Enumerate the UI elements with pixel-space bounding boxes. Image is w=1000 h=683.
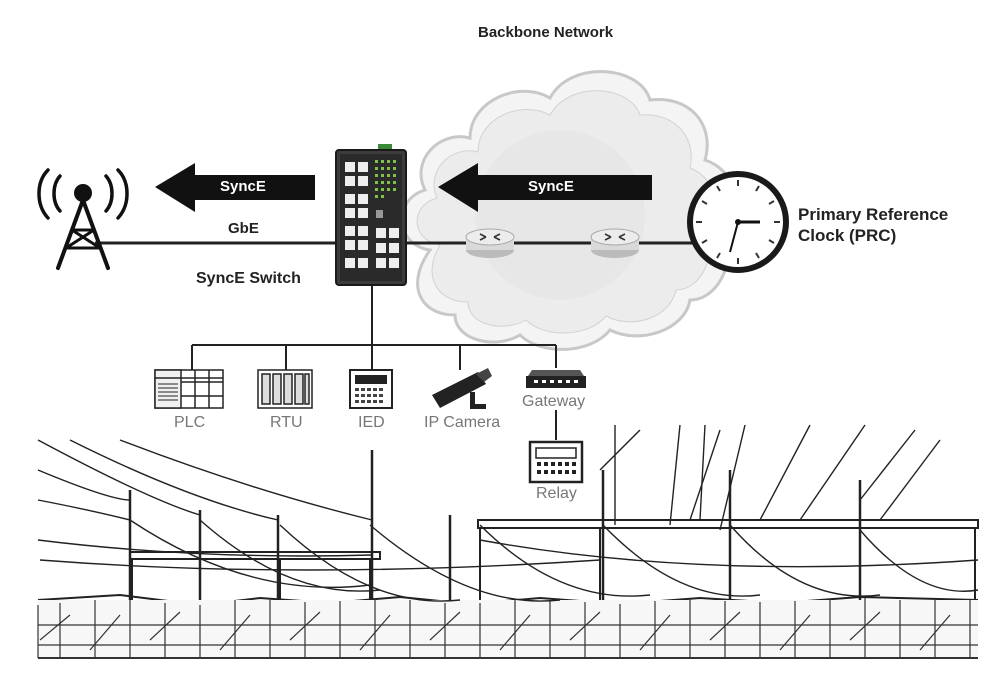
plc-label: PLC <box>174 414 206 431</box>
prc-label-line2: Clock (PRC) <box>798 226 897 245</box>
relay-label: Relay <box>536 485 577 502</box>
ied-label: IED <box>358 414 385 431</box>
cell-tower-icon <box>37 168 129 270</box>
prc-label-line1: Primary Reference <box>798 205 949 224</box>
ied-icon <box>349 369 393 409</box>
rtu-icon <box>257 369 313 409</box>
substation-illustration <box>37 424 979 659</box>
synce-arrow-right <box>438 163 652 212</box>
gateway-icon <box>526 370 586 388</box>
ip-camera-label: IP Camera <box>424 414 501 431</box>
synce-arrow-left <box>155 163 315 212</box>
synce-switch-icon <box>335 144 407 286</box>
ip-camera-icon <box>432 368 492 409</box>
rtu-label: RTU <box>270 414 303 431</box>
clock-icon <box>687 171 789 273</box>
prc-label: Primary Reference Clock (PRC) <box>798 204 948 246</box>
router-icon <box>465 228 515 258</box>
gateway-label: Gateway <box>522 393 586 410</box>
router-icon <box>590 228 640 258</box>
synce-arrow-right-label: SyncE <box>528 178 574 195</box>
backbone-network-title: Backbone Network <box>478 24 614 41</box>
synce-arrow-left-label: SyncE <box>220 178 266 195</box>
plc-icon <box>154 369 224 409</box>
synce-switch-label: SyncE Switch <box>196 270 301 287</box>
gbe-link-label: GbE <box>228 220 259 237</box>
relay-icon <box>528 440 584 484</box>
backbone-cloud <box>400 70 736 351</box>
